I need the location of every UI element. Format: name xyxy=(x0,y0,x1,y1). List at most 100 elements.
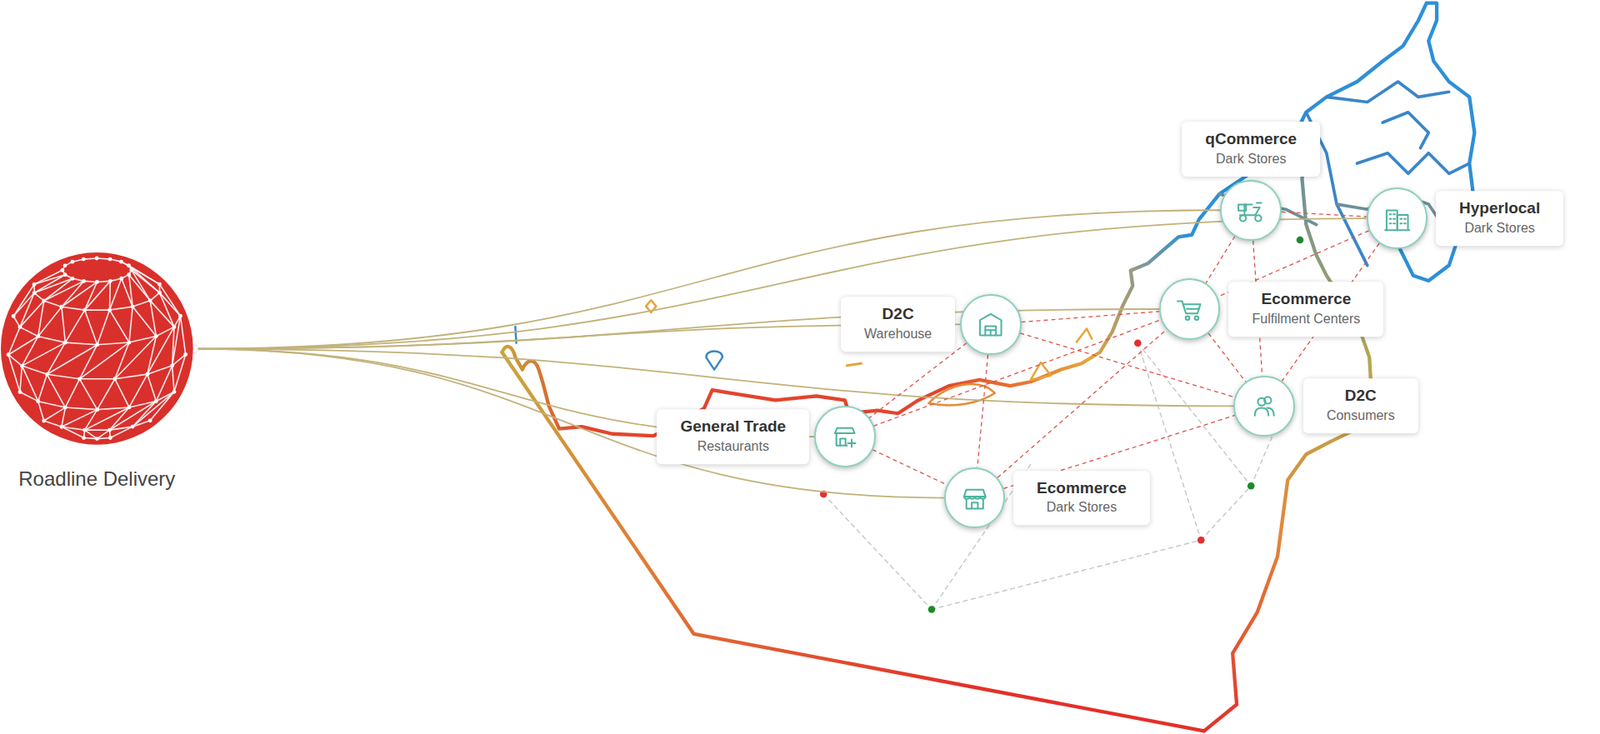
globe-mesh xyxy=(38,307,62,337)
globe-mesh xyxy=(129,375,148,409)
globe-vertex xyxy=(60,425,65,430)
globe-vertex xyxy=(112,377,117,382)
region-border xyxy=(1382,112,1429,149)
node-title: Ecommerce xyxy=(1251,289,1360,310)
globe-mesh xyxy=(20,293,35,328)
globe-vertex xyxy=(119,276,124,281)
location-node: D2CConsumers xyxy=(1233,375,1295,437)
route-line xyxy=(823,494,932,610)
globe-vertex xyxy=(77,377,82,382)
island xyxy=(705,351,723,370)
globe-mesh xyxy=(38,401,45,421)
globe-mesh xyxy=(80,378,115,380)
network-link xyxy=(977,355,989,468)
globe-mesh xyxy=(44,408,66,422)
location-node: EcommerceFulfilment Centers xyxy=(1159,278,1220,340)
globe-mesh xyxy=(8,355,22,366)
icon-stroke xyxy=(1185,316,1190,321)
label-card: D2CWarehouse xyxy=(840,297,955,353)
globe-mesh xyxy=(172,365,175,392)
island xyxy=(846,363,861,365)
globe-mesh xyxy=(110,310,130,344)
icon-stroke xyxy=(1195,316,1200,321)
globe-mesh xyxy=(129,336,156,343)
icon-stroke xyxy=(1177,301,1200,315)
node-subtitle: Consumers xyxy=(1326,407,1395,425)
icon-stroke xyxy=(964,489,986,496)
globe-mesh xyxy=(85,282,98,311)
globe-mesh xyxy=(129,265,160,294)
globe-mesh xyxy=(132,392,175,428)
globe-mesh xyxy=(97,310,110,346)
icon-stroke xyxy=(990,330,992,335)
globe-mesh xyxy=(46,375,80,380)
icon-stroke xyxy=(964,496,986,500)
globe-vertex xyxy=(145,372,150,377)
icon-stroke xyxy=(836,433,848,446)
network-link xyxy=(869,343,967,419)
globe-vertex xyxy=(154,400,159,405)
globe-mesh xyxy=(132,307,156,337)
globe-vertex xyxy=(148,419,153,424)
globe-vertex xyxy=(130,425,135,430)
node-subtitle: Restaurants xyxy=(680,438,786,456)
icon-stroke xyxy=(1265,396,1272,404)
location-dot xyxy=(928,605,936,614)
island xyxy=(1076,329,1092,343)
globe-mesh xyxy=(13,293,35,317)
globe-mesh xyxy=(44,279,73,302)
network-link xyxy=(1205,235,1235,283)
globe-mesh xyxy=(129,401,156,408)
globe-mesh xyxy=(38,375,48,402)
globe-mesh xyxy=(155,327,175,337)
location-dot xyxy=(1247,482,1255,490)
globe-mesh xyxy=(115,375,148,380)
globe-vertex xyxy=(32,291,37,296)
globe-vertex xyxy=(95,408,100,413)
globe-vertex xyxy=(183,352,188,357)
globe-vertex xyxy=(130,305,135,310)
globe-vertex xyxy=(108,257,113,262)
icon-stroke xyxy=(1389,214,1395,224)
icon-stroke xyxy=(980,314,1002,336)
delivery-route xyxy=(194,349,945,499)
globe-vertex xyxy=(157,290,162,295)
network-link xyxy=(1208,333,1246,382)
label-card: qCommerceDark Stores xyxy=(1181,121,1320,177)
globe-mesh xyxy=(61,408,65,428)
globe-vertex xyxy=(119,260,124,265)
globe-mesh xyxy=(61,427,85,431)
location-node: HyperlocalDark Stores xyxy=(1366,187,1428,249)
node-subtitle: Warehouse xyxy=(864,325,932,344)
region-border xyxy=(1326,81,1450,103)
globe-vertex xyxy=(107,308,112,313)
label-card: EcommerceFulfilment Centers xyxy=(1228,281,1384,337)
globe-mesh xyxy=(110,407,130,430)
globe-vertex xyxy=(172,390,177,395)
globe-vertex xyxy=(41,299,46,304)
icon-stroke xyxy=(1255,407,1269,415)
icon-stroke xyxy=(1385,230,1410,232)
globe-vertex xyxy=(154,335,159,340)
globe-mesh xyxy=(96,430,110,440)
node-title: Ecommerce xyxy=(1036,478,1127,499)
globe-vertex xyxy=(41,419,46,424)
globe-mesh xyxy=(110,401,157,431)
globe-mesh xyxy=(121,262,160,285)
globe-mesh xyxy=(65,379,80,408)
icon-stroke xyxy=(1400,219,1405,224)
globe-mesh xyxy=(44,281,85,302)
globe-mesh xyxy=(160,293,181,317)
node-subtitle: Dark Stores xyxy=(1036,500,1127,518)
network-link xyxy=(997,329,1167,478)
globe-mesh xyxy=(85,310,110,312)
globe-vertex xyxy=(172,325,177,330)
delivery-route xyxy=(194,349,1235,407)
globe-vertex xyxy=(95,280,100,285)
globe-mesh xyxy=(159,285,180,317)
globe-vertex xyxy=(63,340,68,345)
node-title: D2C xyxy=(864,305,932,325)
node-title: General Trade xyxy=(680,416,786,437)
globe-mesh xyxy=(147,327,175,375)
